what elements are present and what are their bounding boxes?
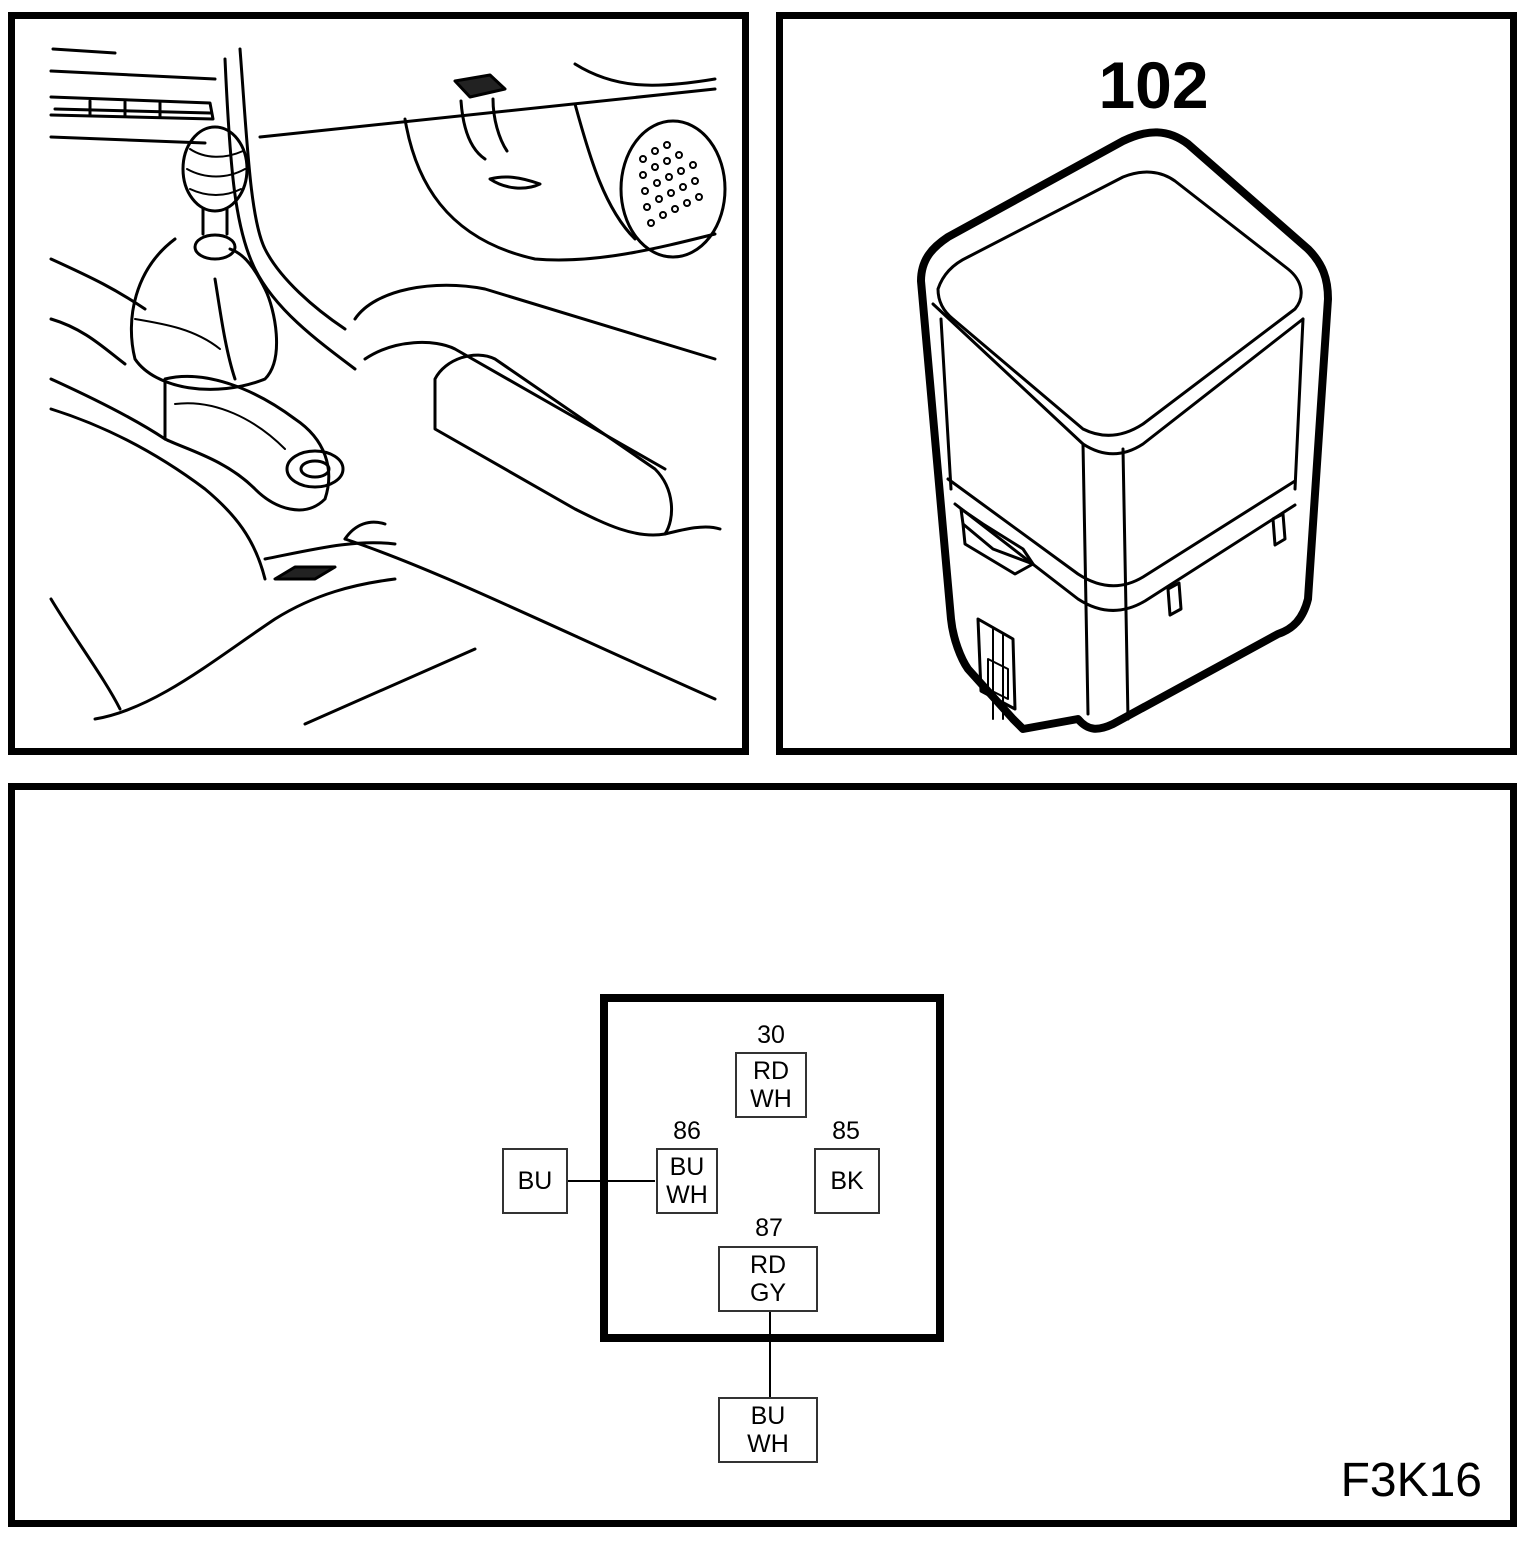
external-wire-87-box: BU WH: [718, 1397, 818, 1463]
relay-housing-outline: [600, 994, 944, 1342]
pin-30-color-bottom: WH: [750, 1085, 792, 1113]
relay-number: 102: [1098, 48, 1209, 122]
relay-drawing: [917, 128, 1332, 733]
pin-87-color-top: RD: [749, 1251, 787, 1279]
pin-87-box: RD GY: [718, 1246, 818, 1312]
pin-30-box: RD WH: [735, 1052, 807, 1118]
pin-87-color-bottom: GY: [749, 1279, 787, 1307]
pin-85-box: BK: [814, 1148, 880, 1214]
interior-drawing: [49, 47, 727, 726]
figure-code: F3K16: [1340, 1454, 1482, 1507]
external-wire-87-color-top: BU: [750, 1402, 786, 1430]
pin-30-color-top: RD: [752, 1057, 790, 1085]
pin-30-number: 30: [757, 1021, 785, 1049]
pin-87-number: 87: [755, 1214, 783, 1242]
external-wire-86-color-top: BU: [517, 1167, 553, 1195]
pin-85-color-top: BK: [830, 1167, 864, 1195]
pinout-diagram-panel: 30 RD WH 86 BU WH 85 BK 87 RD GY BU BU W…: [8, 783, 1517, 1527]
external-wire-86-box: BU: [502, 1148, 568, 1214]
pin-86-color-bottom: WH: [666, 1181, 708, 1209]
relay-illustration-panel: 102: [776, 12, 1517, 755]
external-wire-87-color-bottom: WH: [747, 1430, 789, 1458]
pin-86-color-top: BU: [669, 1153, 705, 1181]
vehicle-interior-illustration: [8, 12, 749, 755]
pinout-lines: [568, 994, 944, 1397]
pin-85-number: 85: [832, 1117, 860, 1145]
pin-86-box: BU WH: [656, 1148, 718, 1214]
pin-86-number: 86: [673, 1117, 701, 1145]
